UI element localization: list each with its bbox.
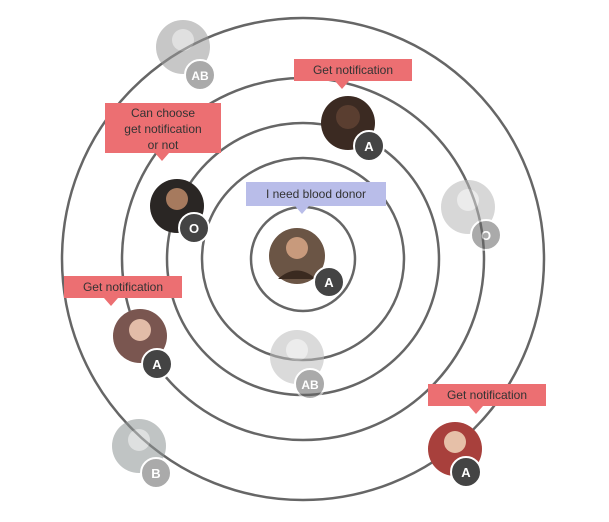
notify-callout-bottom-right-tail	[469, 406, 483, 414]
blood-type-label: A	[324, 275, 334, 290]
blood-type-badge	[313, 266, 345, 298]
choose-callout-line1: Can choose	[130, 106, 196, 120]
blood-type-badge	[470, 219, 502, 251]
blood-type-label: O	[189, 221, 199, 236]
blood-type-badge	[294, 368, 326, 400]
request-callout: I need blood donor	[246, 182, 386, 206]
person-mid-right: O	[441, 180, 502, 251]
request-callout-tail	[295, 206, 309, 214]
blood-type-badge	[178, 212, 210, 244]
notify-callout-left-tail	[104, 298, 118, 306]
blood-type-badge	[141, 348, 173, 380]
notify-callout-left: Get notification	[64, 276, 182, 298]
blood-type-badge	[353, 130, 385, 162]
blood-type-badge	[140, 457, 172, 489]
notify-callout-bottom-right: Get notification	[428, 384, 546, 406]
blood-type-badge	[450, 456, 482, 488]
notify-callout-top-tail	[335, 81, 349, 89]
person-lower-left: A	[113, 309, 173, 380]
notify-callout-top: Get notification	[294, 59, 412, 81]
blood-type-badge	[184, 59, 216, 91]
choose-callout: Can choose get notification or not	[105, 103, 221, 153]
person-top-left: AB	[156, 20, 216, 91]
choose-callout-tail	[155, 153, 169, 161]
blood-type-label: B	[151, 466, 160, 481]
person-bottom-left: B	[112, 419, 172, 489]
ring-5	[60, 16, 546, 502]
person-lower-center: AB	[270, 330, 326, 400]
blood-type-label: A	[364, 139, 374, 154]
person-top-right: A	[321, 96, 385, 162]
blood-type-label: AB	[191, 69, 209, 83]
person-bottom-right: A	[428, 422, 482, 488]
blood-type-label: AB	[301, 378, 319, 392]
choose-callout-line3: or not	[147, 138, 179, 152]
blood-type-label: A	[461, 465, 471, 480]
person-mid-left: O	[150, 179, 210, 244]
person-center: A	[269, 228, 345, 298]
blood-type-label: O	[481, 228, 491, 243]
blood-type-label: A	[152, 357, 162, 372]
choose-callout-line2: get notification	[124, 122, 202, 136]
